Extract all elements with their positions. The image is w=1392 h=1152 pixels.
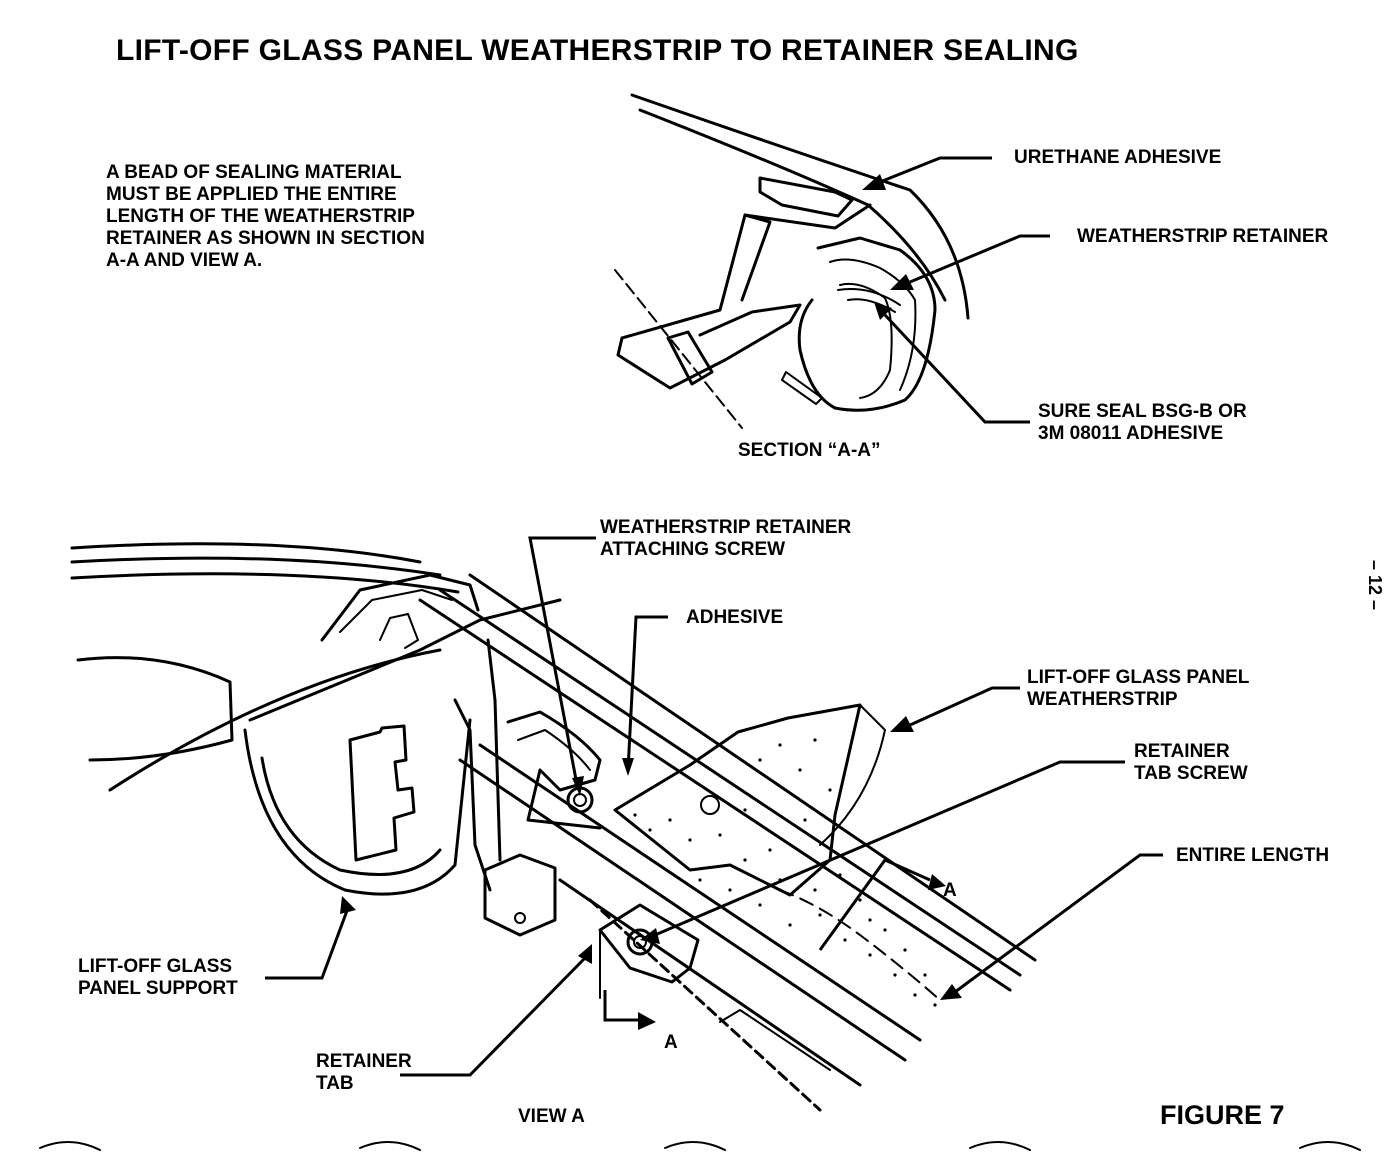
label-adhesive: ADHESIVE [686,607,784,628]
retainer-body [620,203,872,340]
glass-seal [76,656,234,762]
section-aa-drawing [614,93,970,429]
section-aa-leaders [862,156,1050,424]
label-attaching-screw-1: WEATHERSTRIP RETAINER [600,517,852,538]
label-weatherstrip-1: LIFT-OFF GLASS PANEL [1027,667,1250,688]
label-weatherstrip-2: WEATHERSTRIP [1027,689,1178,710]
label-sure-seal-1: SURE SEAL BSG-B OR [1038,401,1247,422]
label-panel-support-2: PANEL SUPPORT [78,978,238,999]
support-rib [348,724,416,862]
section-mark-upper: A [943,880,957,901]
retainer-rail [418,598,1012,992]
label-entire-length: ENTIRE LENGTH [1176,845,1330,866]
glass-panel-edge [630,93,970,320]
view-a-drawing [70,542,1037,1112]
label-weatherstrip-retainer: WEATHERSTRIP RETAINER [1077,226,1329,247]
label-panel-support-1: LIFT-OFF GLASS [78,956,233,977]
retainer-clip [781,371,823,405]
section-line [614,269,743,429]
label-tab-screw-2: TAB SCREW [1134,763,1248,784]
note-line-1: A BEAD OF SEALING MATERIAL [106,162,402,183]
section-mark-lower: A [664,1032,678,1053]
page-bottom-marks [39,1140,1361,1151]
view-caption: VIEW A [518,1106,585,1127]
weatherstrip-sponge [613,703,862,897]
weatherstrip-bulb [797,236,937,412]
weatherstrip-retainer [506,710,602,830]
section-caption: SECTION “A-A” [738,440,881,461]
note-line-4: RETAINER AS SHOWN IN SECTION [106,228,425,249]
page-number: – 12 – [1365,560,1385,611]
view-a-leaders [265,536,1163,1077]
page-title: LIFT-OFF GLASS PANEL WEATHERSTRIP TO RET… [116,34,1079,67]
label-retainer-tab-1: RETAINER [316,1051,412,1072]
note-line-5: A-A AND VIEW A. [106,250,263,271]
label-retainer-tab-2: TAB [316,1073,354,1094]
retainer-tab [598,903,700,984]
label-tab-screw-1: RETAINER [1134,741,1230,762]
note-line-3: LENGTH OF THE WEATHERSTRIP [106,206,415,227]
figure-label: FIGURE 7 [1160,1100,1285,1130]
label-sure-seal-2: 3M 08011 ADHESIVE [1038,423,1224,444]
label-attaching-screw-2: ATTACHING SCREW [600,539,786,560]
note-line-2: MUST BE APPLIED THE ENTIRE [106,184,397,205]
panel-support-housing [243,718,472,896]
label-urethane-adhesive: URETHANE ADHESIVE [1014,147,1222,168]
retainer-tab-block [483,853,557,937]
sealant-bead [633,738,952,1007]
urethane-bead [758,176,854,218]
